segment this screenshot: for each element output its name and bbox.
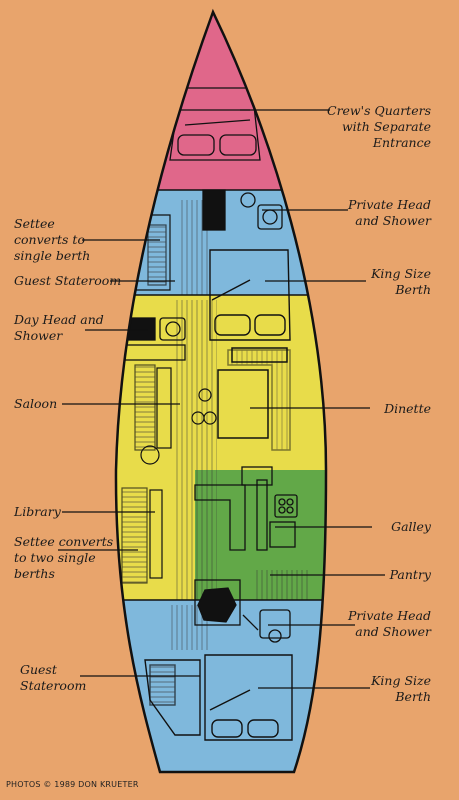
saloon-seating xyxy=(134,364,217,465)
label-crews-quarters: Crew's Quarters with Separate Entrance xyxy=(327,103,431,150)
companionway xyxy=(194,579,241,626)
photo-credit: PHOTOS © 1989 DON KRUETER xyxy=(6,780,139,789)
galley-fixtures xyxy=(194,466,298,551)
fwd-king-berth xyxy=(209,249,291,341)
hull xyxy=(115,12,326,772)
aft-head-fixtures xyxy=(242,609,291,643)
hull-outline xyxy=(114,8,328,774)
label-day-head: Day Head and Shower xyxy=(14,312,104,343)
fwd-settee xyxy=(130,214,171,291)
aft-king-berth xyxy=(144,654,293,741)
aft-stateroom-zone xyxy=(115,600,326,772)
label-private-head-fwd: Private Head and Shower xyxy=(347,197,431,228)
label-private-head-aft: Private Head and Shower xyxy=(347,608,431,639)
label-saloon: Saloon xyxy=(14,396,58,411)
label-king-berth-aft: King Size Berth xyxy=(371,673,431,704)
label-guest-stateroom-fwd: Guest Stateroom xyxy=(14,273,122,288)
label-pantry: Pantry xyxy=(389,567,431,582)
label-guest-stateroom-aft: Guest Stateroom xyxy=(20,662,87,693)
label-settee-single: Settee converts to single berth xyxy=(14,216,91,263)
saloon-floor xyxy=(175,300,217,600)
label-king-berth-fwd: King Size Berth xyxy=(371,266,431,297)
leader-lines xyxy=(58,109,385,689)
dinette-table xyxy=(217,347,291,451)
label-galley: Galley xyxy=(391,519,431,534)
label-dinette: Dinette xyxy=(384,401,431,416)
label-settee-two: Settee converts to two single berths xyxy=(14,534,114,581)
label-library: Library xyxy=(14,504,61,519)
library-settee xyxy=(121,487,163,584)
